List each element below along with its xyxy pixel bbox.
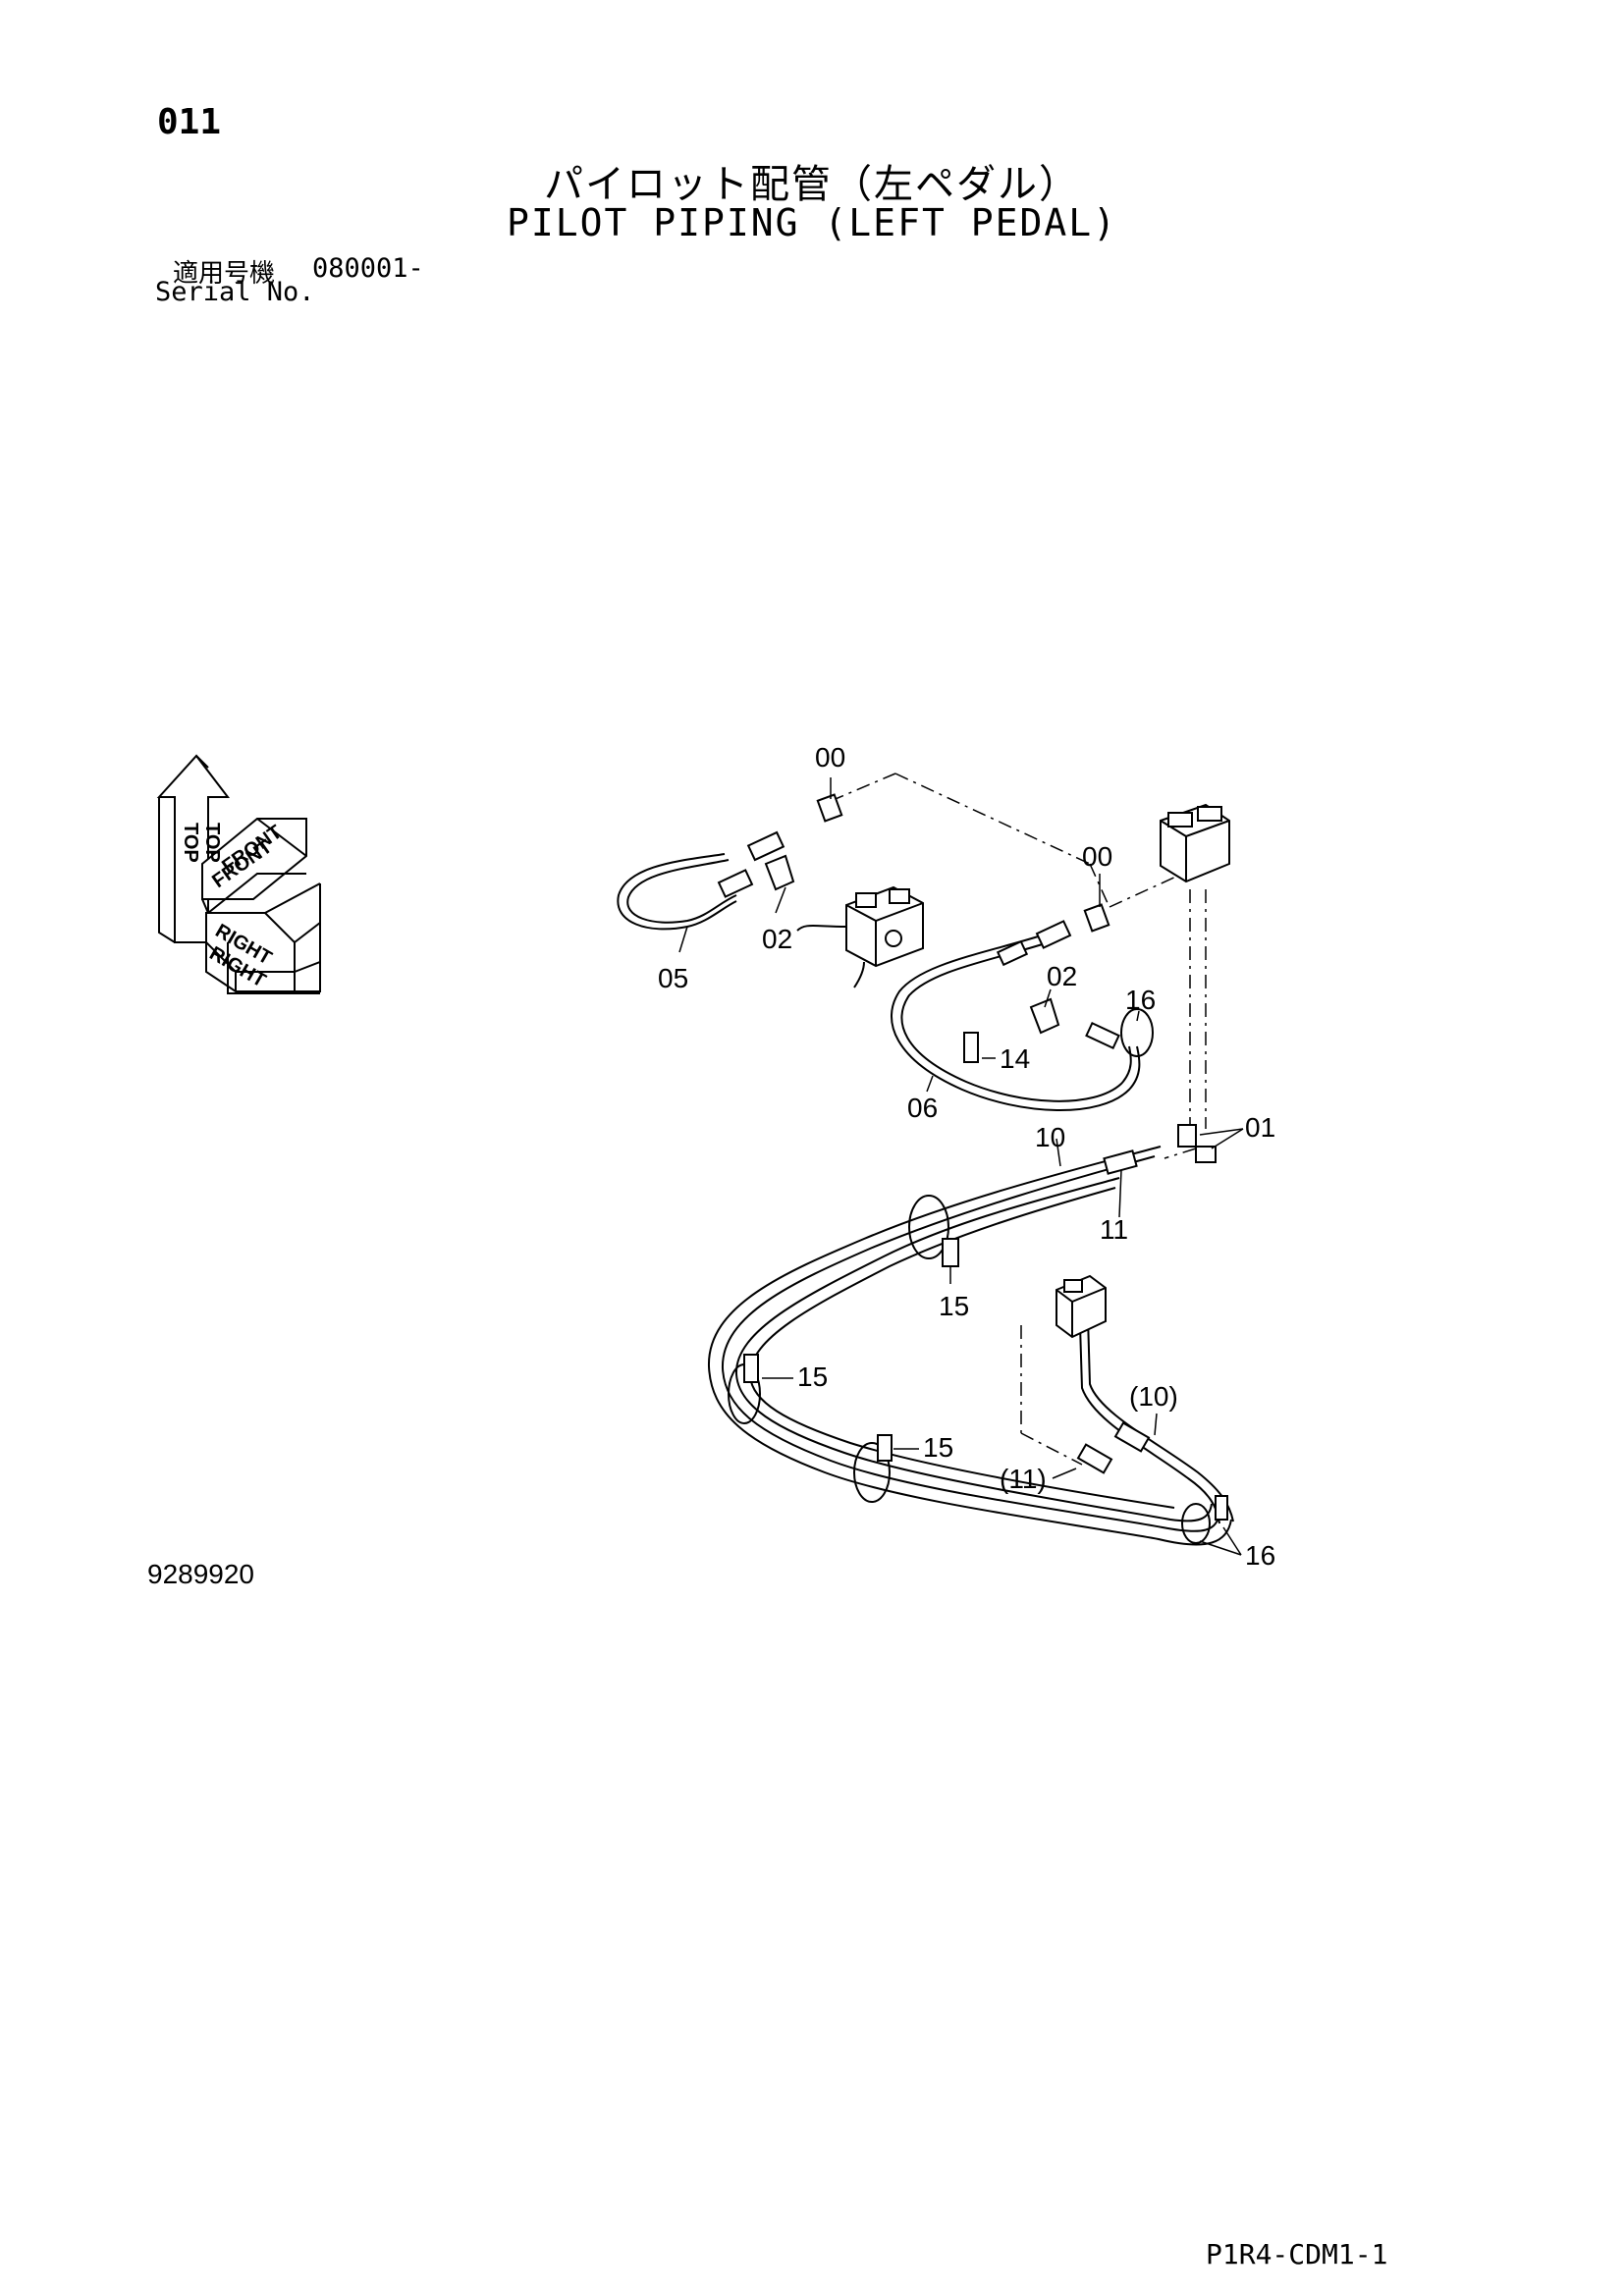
serial-value: 080001- xyxy=(312,253,424,284)
callout-02-left: 02 xyxy=(762,924,792,954)
title-japanese: パイロット配管（左ペダル） xyxy=(544,162,1080,207)
pedal-valve xyxy=(796,885,924,988)
callout-11-paren: (11) xyxy=(1000,1464,1047,1494)
callout-02-mid: 02 xyxy=(1047,961,1077,991)
fittings xyxy=(717,793,1230,1544)
serial-label-english: Serial No. xyxy=(155,277,315,307)
callout-leaders xyxy=(678,777,1244,1556)
orientation-label-top: TOP xyxy=(180,823,201,863)
dashed-leader-lines xyxy=(830,773,1207,1466)
orientation-label-top-shadow: TOP xyxy=(201,823,223,863)
callout-15-c: 15 xyxy=(923,1432,953,1463)
callouts: 00 00 02 05 02 16 14 06 10 01 11 15 15 1… xyxy=(658,742,1275,1571)
callout-16-lower: 16 xyxy=(1245,1540,1275,1571)
page-number: 011 xyxy=(157,102,222,142)
figure-number: 9289920 xyxy=(147,1559,255,1589)
callout-10: 10 xyxy=(1035,1122,1065,1152)
callout-14: 14 xyxy=(1000,1043,1030,1074)
callout-06: 06 xyxy=(907,1093,938,1123)
title-english: PILOT PIPING (LEFT PEDAL) xyxy=(507,201,1117,244)
connector-block-upper xyxy=(1160,803,1230,883)
callout-00-right: 00 xyxy=(1082,841,1112,872)
callout-00-top: 00 xyxy=(815,742,845,773)
callout-15-a: 15 xyxy=(939,1291,969,1321)
connector-block-lower xyxy=(1056,1274,1107,1339)
footer-code: P1R4-CDM1-1 xyxy=(1206,2238,1388,2270)
orientation-indicator xyxy=(156,754,321,994)
serial-label-japanese: 適用号機 xyxy=(173,259,276,289)
callout-16-upper: 16 xyxy=(1125,985,1156,1015)
hoses xyxy=(617,853,1234,1546)
callout-10-paren: (10) xyxy=(1129,1381,1178,1412)
callout-15-b: 15 xyxy=(797,1362,828,1392)
callout-01: 01 xyxy=(1245,1112,1275,1143)
callout-05: 05 xyxy=(658,963,688,993)
callout-11: 11 xyxy=(1100,1214,1128,1245)
